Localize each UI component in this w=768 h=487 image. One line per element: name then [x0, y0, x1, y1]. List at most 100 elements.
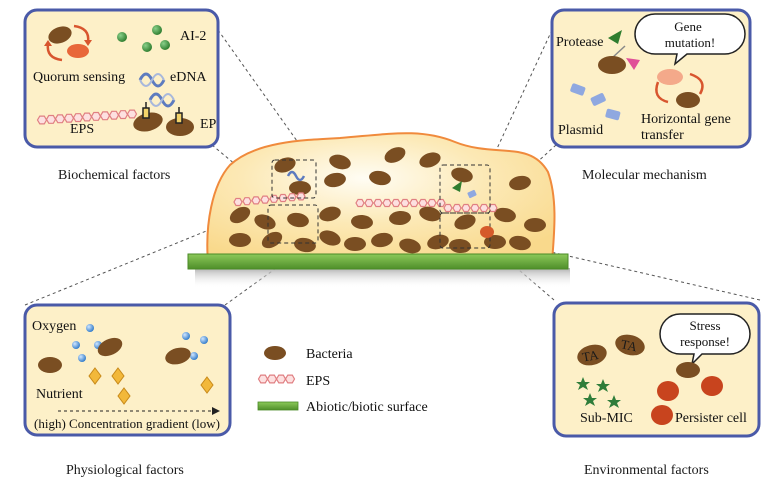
bacterium [454, 214, 476, 230]
plasmid-icon [590, 93, 606, 106]
eps-unit [251, 196, 261, 205]
bacterium [48, 26, 72, 44]
eps-unit [355, 198, 365, 208]
bacterium [166, 118, 194, 136]
bacterium [294, 237, 316, 253]
bacterium [676, 362, 700, 378]
eps-unit [452, 203, 462, 213]
protease-icon [608, 30, 622, 44]
eps-unit [284, 374, 296, 384]
eps-unit [269, 194, 279, 203]
label-edna: eDNA [170, 70, 207, 85]
eps-unit [54, 114, 66, 124]
plasmid-icon [570, 83, 586, 96]
eps-unit [400, 198, 410, 208]
bacterium [229, 206, 251, 224]
persister-cell [701, 376, 723, 396]
eps-unit [488, 203, 498, 213]
bacterium [419, 152, 441, 168]
efflux-pump-icon [142, 102, 183, 124]
nutrient-molecules [88, 367, 214, 405]
bacterium [369, 170, 391, 186]
legend-eps-label: EPS [306, 374, 330, 389]
eps-unit [479, 203, 489, 213]
donor-cell [657, 69, 683, 85]
eps-unit [418, 198, 428, 208]
eps-unit [90, 111, 102, 121]
biofilm-persister [480, 226, 494, 238]
eps-unit [296, 192, 306, 201]
bacterium [261, 231, 283, 249]
eps-unit [257, 374, 269, 384]
sub-mic-stars [576, 377, 621, 408]
bacterium [676, 92, 700, 108]
biofilm-edna [286, 170, 306, 182]
eps-unit [63, 113, 75, 123]
bacterium [451, 167, 473, 183]
bacterium [351, 214, 373, 230]
bacterium [254, 214, 276, 230]
bacterium [419, 206, 441, 222]
bacterium [329, 154, 351, 170]
eps-unit [108, 110, 120, 120]
bacterium [384, 147, 406, 163]
legend-surface-icon [257, 401, 299, 411]
bacterium [509, 175, 531, 191]
legend-eps-icon [257, 374, 296, 384]
label-sub-mic: Sub-MIC [580, 411, 633, 426]
eps-unit [436, 198, 446, 208]
eps-unit [126, 109, 138, 119]
legend: Bacteria EPS Abiotic/biotic surface [257, 346, 428, 415]
eps-unit [81, 112, 93, 122]
panel-environmental: TA TA Stress response! Sub-MIC Persister… [552, 301, 761, 438]
eps-unit [287, 193, 297, 202]
bacterium [289, 181, 311, 195]
plasmid-icon [605, 108, 621, 121]
surface-shadow [195, 268, 570, 288]
bacterium [274, 157, 296, 173]
bacterium [165, 347, 191, 365]
gradient-arrowhead-icon [212, 407, 220, 415]
label-ep: EP [200, 117, 217, 132]
protease-icon [626, 58, 640, 70]
bacterium [319, 206, 341, 222]
bubble-mutation: mutation! [665, 35, 716, 50]
bacterium [229, 233, 251, 247]
eps-unit [72, 113, 84, 123]
bacterium [324, 172, 346, 188]
eps-unit [391, 198, 401, 208]
eps-unit [36, 115, 48, 125]
abiotic-surface [187, 253, 569, 270]
eps-unit [99, 111, 111, 121]
biofilm-eps-chain [233, 192, 498, 213]
label-oxygen: Oxygen [32, 319, 76, 334]
caption-molecular: Molecular mechanism [582, 168, 707, 183]
quorum-arrow-icon [73, 24, 90, 43]
bacterium [524, 218, 546, 232]
legend-bacteria-label: Bacteria [306, 347, 353, 362]
quorum-arrow-icon [46, 43, 63, 62]
bacterium [287, 212, 309, 228]
bacterium [97, 337, 123, 357]
bubble-stress: Stress [689, 318, 720, 333]
ai2-molecules [117, 25, 170, 52]
stress-response-bubble [659, 313, 751, 367]
bubble-response: response! [680, 334, 730, 349]
signal-cell [67, 44, 89, 58]
eps-unit [461, 203, 471, 213]
label-eps: EPS [70, 122, 94, 137]
eps-unit [427, 198, 437, 208]
bacterium [38, 357, 62, 373]
bacterium [427, 234, 449, 250]
eps-unit [364, 198, 374, 208]
label-quorum-sensing: Quorum sensing [33, 70, 125, 85]
biofilm-plasmid [467, 189, 477, 199]
bacterium [344, 237, 366, 251]
ta-bacterium [577, 344, 607, 366]
label-ta-2: TA [620, 336, 640, 354]
eps-unit [117, 110, 129, 120]
bubble-gene: Gene [674, 19, 702, 34]
eps-unit [242, 197, 252, 206]
bacterium [598, 56, 626, 74]
